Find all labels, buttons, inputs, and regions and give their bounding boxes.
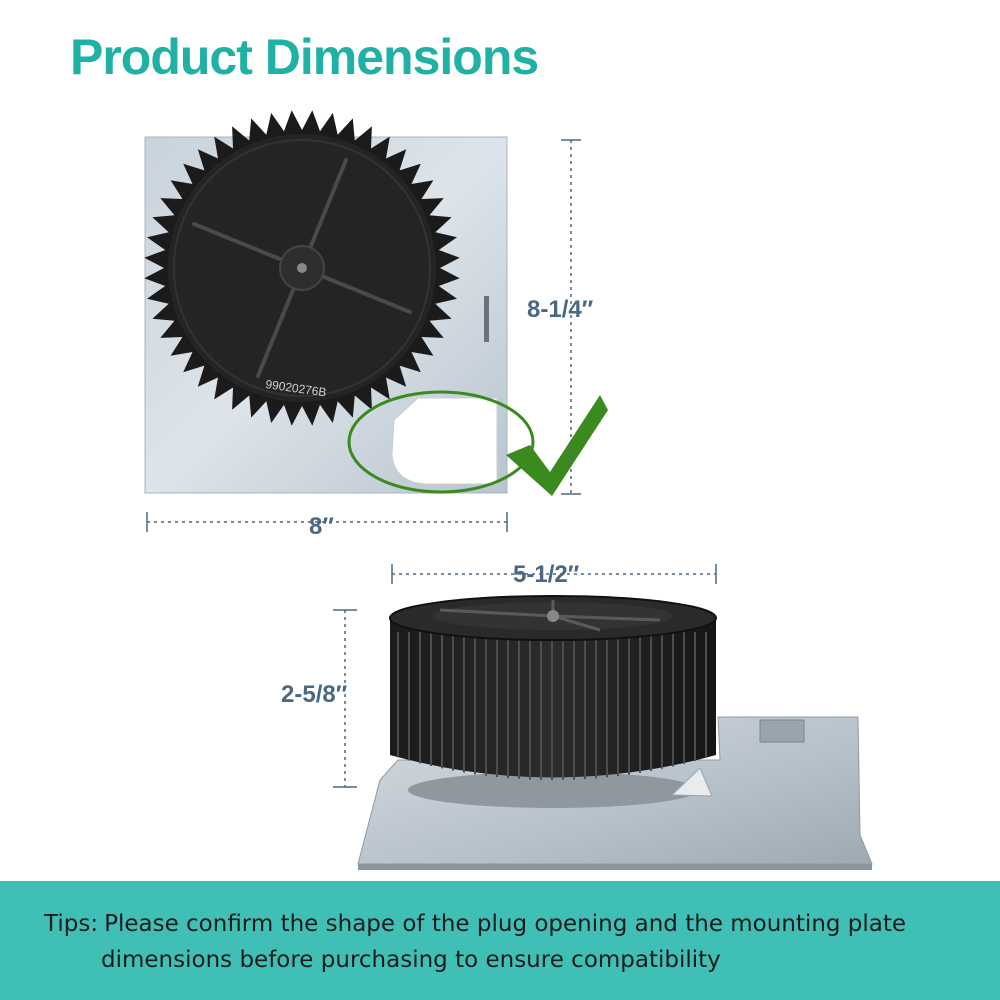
- wheel-diameter-label: 5-1/2″: [513, 561, 580, 588]
- tips-banner: Tips:Please confirm the shape of the plu…: [0, 881, 1000, 1000]
- plate-width-label: 8″: [309, 513, 334, 540]
- page-title: Product Dimensions: [70, 29, 539, 85]
- blower-wheel-side: [389, 595, 717, 780]
- tips-prefix: Tips:: [44, 911, 99, 937]
- side-view: [333, 564, 873, 870]
- plate-slot: [484, 296, 489, 342]
- check-mark-icon: [506, 395, 608, 496]
- motor-base: [408, 772, 698, 808]
- blower-wheel-top: 99020276B: [144, 110, 460, 426]
- height-dimension-line: [561, 139, 581, 495]
- plate-height-label: 8-1/4″: [527, 296, 594, 323]
- plug-opening: [391, 397, 498, 485]
- tips-line-2: dimensions before purchasing to ensure c…: [101, 947, 721, 973]
- wheel-height-label: 2-5/8″: [281, 681, 348, 708]
- diameter-dimension-line: [391, 564, 717, 584]
- product-illustration: 99020276B: [144, 110, 873, 870]
- tips-text-1: Please confirm the shape of the plug ope…: [104, 911, 907, 937]
- plug-tab: [670, 767, 713, 797]
- wheel-blades: [397, 632, 707, 780]
- wheel-top-spokes: [439, 600, 661, 632]
- tips-line-1: Tips:Please confirm the shape of the plu…: [44, 911, 906, 937]
- highlight-ellipse: [347, 390, 535, 494]
- top-view: 99020276B: [144, 110, 608, 532]
- width-dimension-line: [146, 512, 508, 532]
- side-plate-slot: [759, 719, 805, 743]
- wheel-height-dimension-line: [333, 609, 357, 788]
